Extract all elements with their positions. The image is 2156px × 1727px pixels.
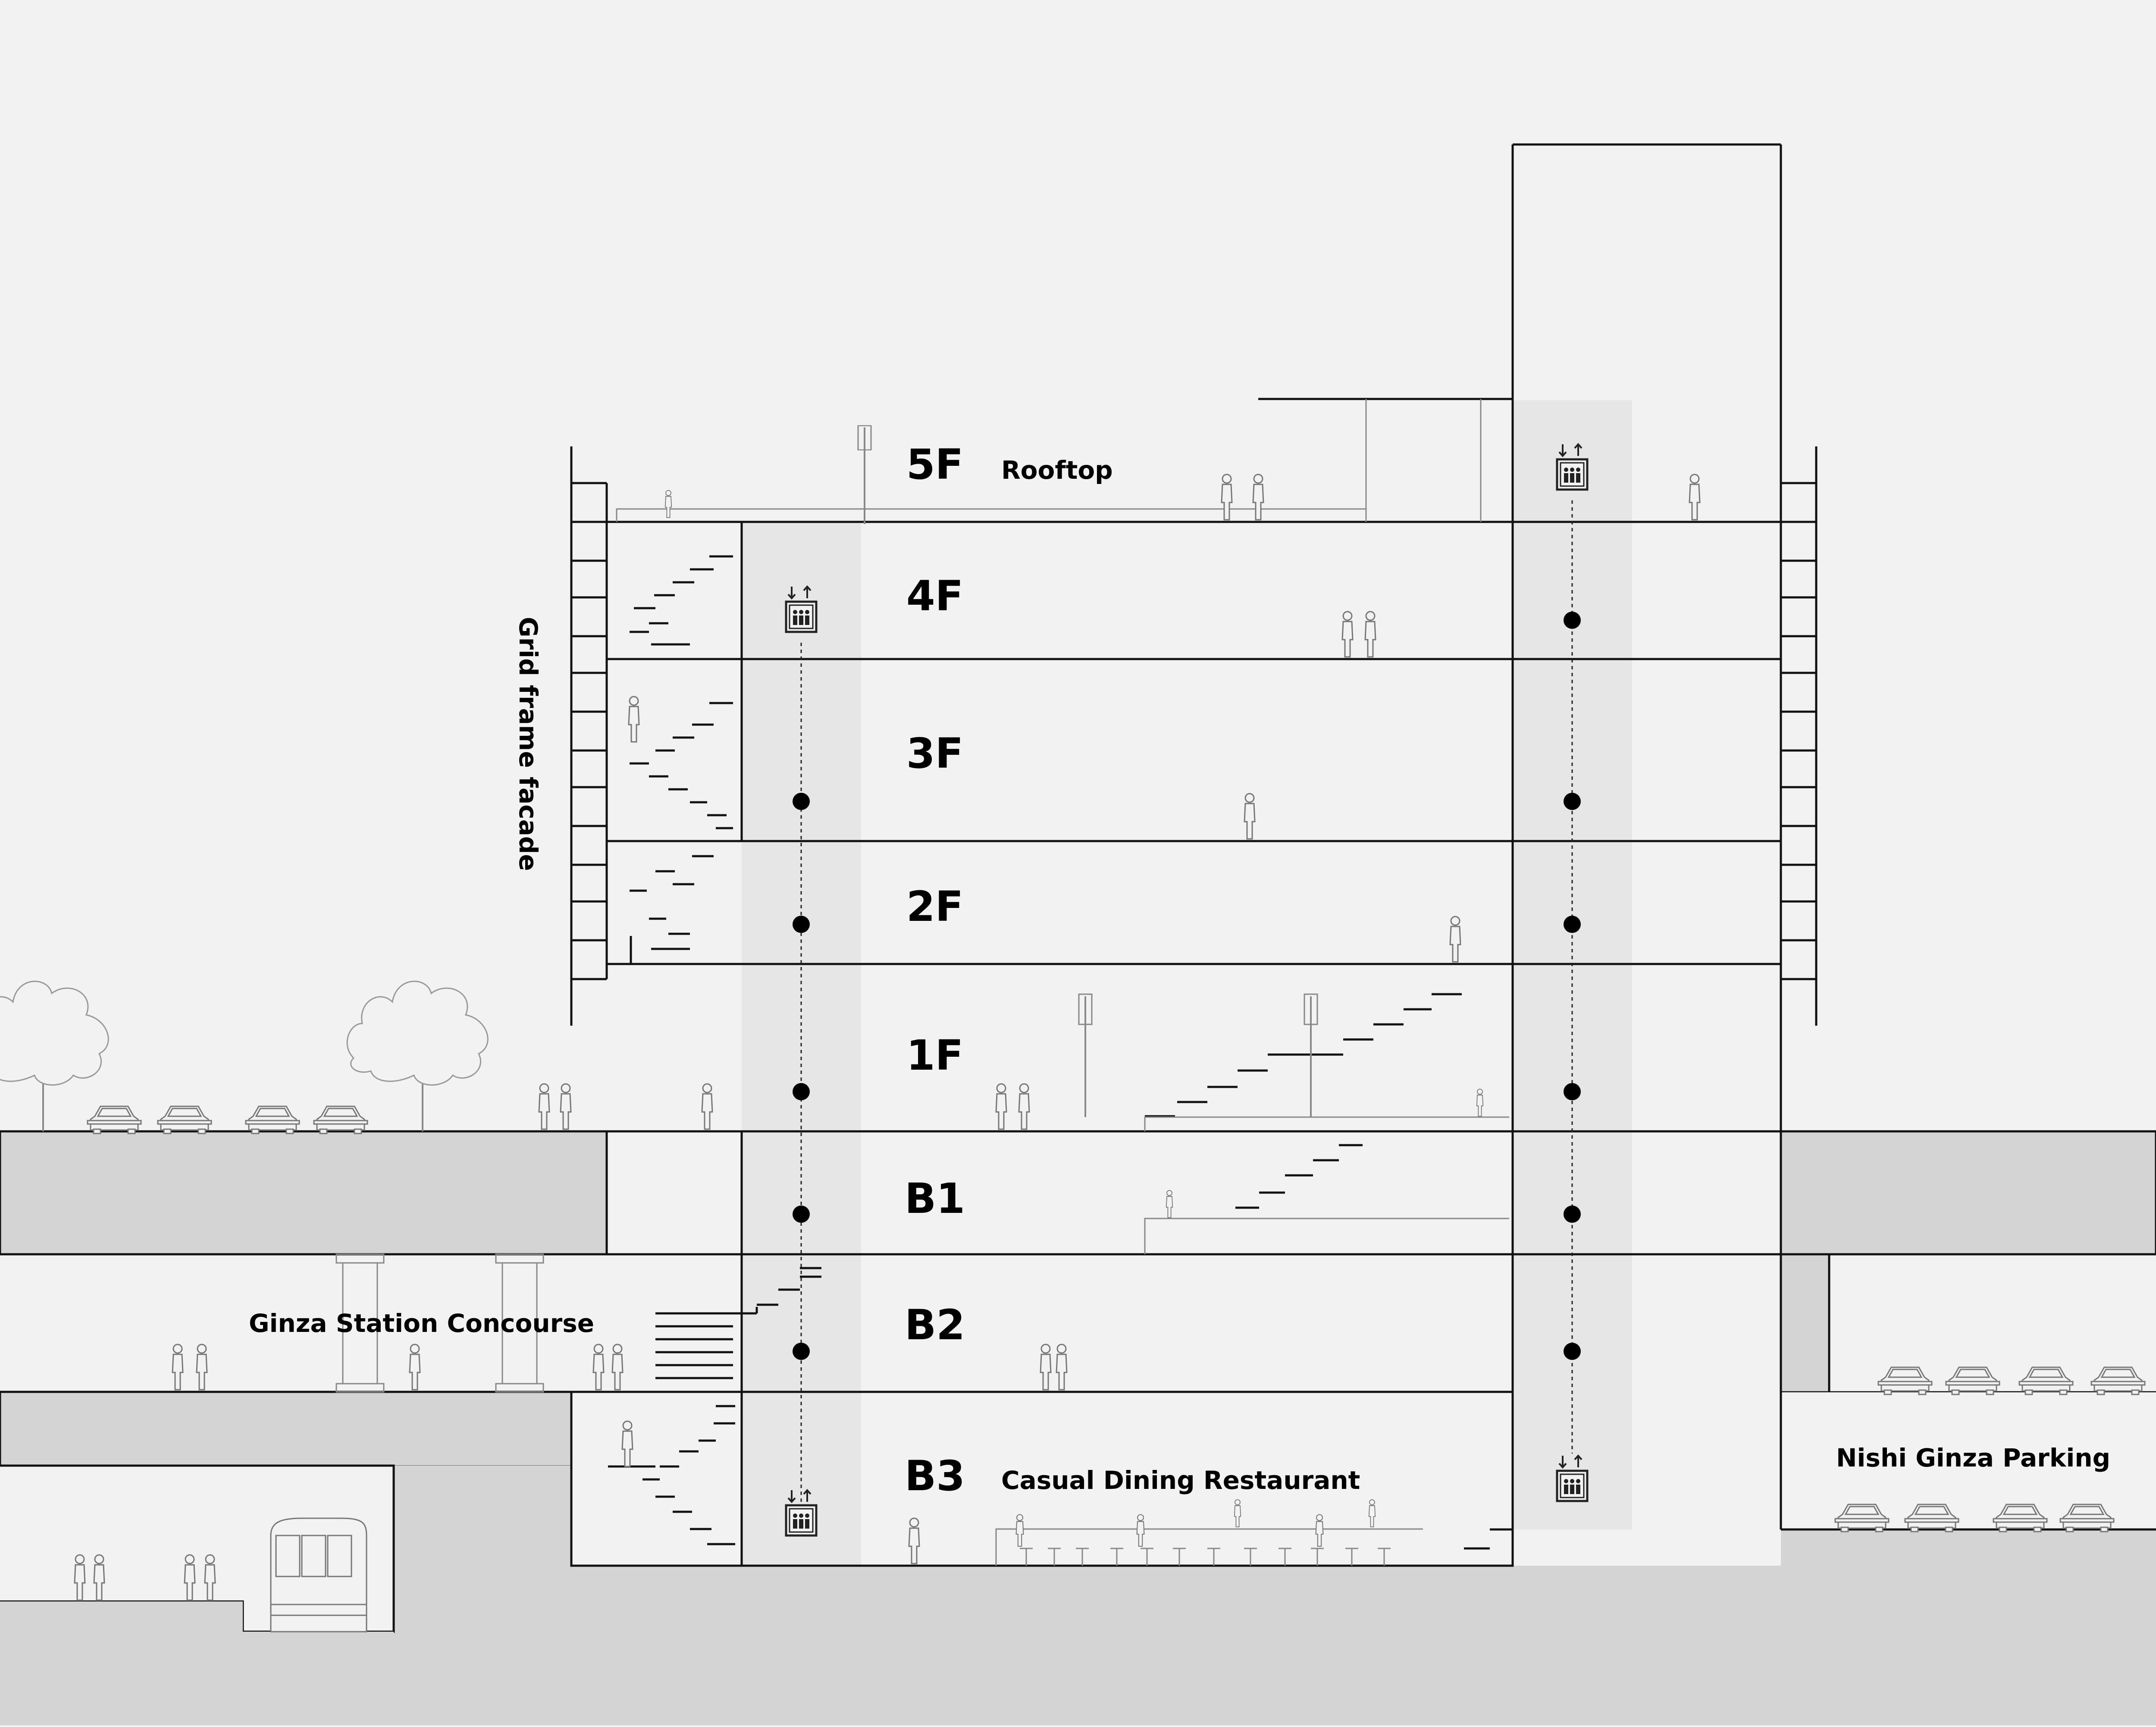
stair-b1 [1235, 1144, 1363, 1209]
person-icon [1252, 474, 1264, 521]
floor-label-b3: B3 [905, 1452, 965, 1500]
restaurant-label: Casual Dining Restaurant [1001, 1466, 1360, 1495]
rooftop-label: Rooftop [1001, 455, 1113, 485]
floor-label-1f: 1F [906, 1031, 963, 1080]
grid-frame-facade-left [570, 446, 608, 1026]
person-icon [1689, 474, 1701, 521]
person-icon [664, 490, 672, 518]
parking-label: Nishi Ginza Parking [1836, 1443, 2110, 1473]
facade-label: Grid frame facade [514, 617, 543, 871]
parking-wall [1780, 1253, 1830, 1394]
floor-label-5f: 5F [906, 440, 963, 489]
floor-label-b1: B1 [905, 1174, 965, 1223]
floor-label-3f: 3F [906, 729, 963, 778]
tree-icon [346, 980, 489, 1132]
stair-4f [630, 555, 733, 646]
tree-icon [0, 980, 110, 1132]
car-icon [313, 1105, 368, 1134]
stair-b3 [608, 1405, 1490, 1550]
floor-slabs [571, 521, 1781, 1567]
floor-label-2f: 2F [906, 882, 963, 931]
rooftop-structures [616, 398, 1513, 522]
street-slab-right [1780, 1130, 2156, 1256]
stair-b2 [655, 1267, 821, 1379]
concourse-slab [0, 1391, 573, 1468]
car-icon [157, 1105, 212, 1134]
person-icon [538, 1083, 550, 1130]
person-icon [1221, 474, 1233, 521]
street-slab-left [0, 1130, 608, 1256]
car-icon [245, 1105, 300, 1134]
staircases [608, 555, 1509, 1550]
elevator-stops-left [793, 793, 810, 1360]
person-icon [560, 1083, 572, 1130]
elevator-paths [793, 500, 1581, 1510]
floor-label-4f: 4F [906, 572, 963, 620]
stair-1f [1145, 993, 1462, 1118]
concourse-columns [335, 1253, 544, 1393]
floor-label-b2: B2 [905, 1301, 965, 1349]
elevator-stops-right [1564, 612, 1581, 1360]
car-icon [87, 1105, 142, 1134]
stair-3f [630, 702, 733, 829]
stair-2f [630, 855, 714, 950]
train-icon [270, 1517, 367, 1633]
concourse-label: Ginza Station Concourse [249, 1309, 594, 1338]
restaurant-counter [995, 1528, 1423, 1566]
grid-frame-facade-right [1780, 446, 1818, 1026]
